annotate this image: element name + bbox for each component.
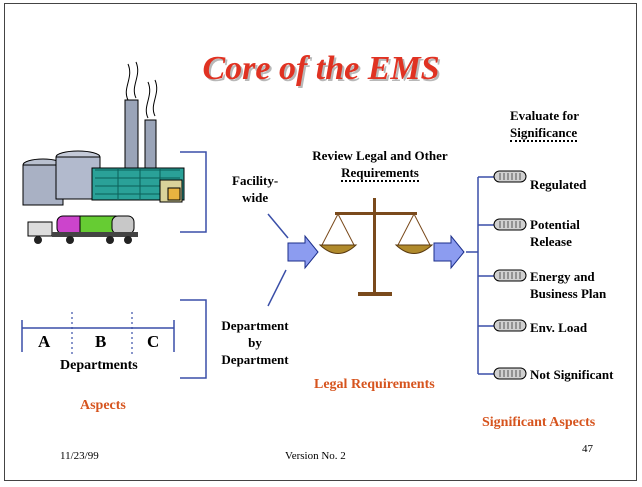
outcome-not-significant: Not Significant bbox=[530, 367, 614, 382]
department-b: B bbox=[95, 332, 107, 351]
significant-aspects-label: Significant Aspects bbox=[482, 415, 596, 430]
outcome-token-not-significant bbox=[493, 367, 527, 380]
outcome-token-env-load bbox=[493, 319, 527, 332]
department-bracket bbox=[180, 299, 207, 379]
department-pointer-line bbox=[267, 269, 287, 307]
footer-page-number: 47 bbox=[582, 443, 593, 455]
outcome-token-potential-release bbox=[493, 218, 527, 231]
facility-pointer-line bbox=[267, 213, 289, 239]
input-arrow bbox=[287, 234, 319, 270]
department-a: A bbox=[38, 332, 51, 351]
review-requirements-heading: Review Legal and Other Requirements bbox=[312, 148, 448, 182]
footer-version: Version No. 2 bbox=[285, 450, 346, 462]
departments-box bbox=[21, 312, 175, 356]
facility-bracket bbox=[180, 151, 207, 233]
department-by-department-label: Department by Department bbox=[221, 318, 289, 367]
slide-title: Core of the EMS bbox=[202, 50, 440, 87]
outcome-env-load: Env. Load bbox=[530, 320, 588, 335]
tanker-truck-illustration bbox=[27, 215, 138, 244]
balance-scale-illustration bbox=[318, 198, 434, 296]
department-c: C bbox=[147, 332, 160, 351]
outcome-token-regulated bbox=[493, 170, 527, 183]
output-arrow bbox=[433, 234, 465, 270]
facility-wide-label: Facility-wide bbox=[232, 173, 279, 205]
legal-requirements-label: Legal Requirements bbox=[314, 377, 435, 392]
outcome-connector bbox=[466, 176, 494, 375]
slide-frame bbox=[4, 3, 637, 481]
outcome-tokens bbox=[493, 170, 527, 380]
departments-label: Departments bbox=[60, 358, 138, 373]
aspects-label: Aspects bbox=[80, 398, 126, 413]
factory-illustration bbox=[22, 61, 185, 206]
outcome-regulated: Regulated bbox=[530, 177, 587, 192]
footer-date: 11/23/99 bbox=[60, 450, 99, 462]
evaluate-significance-heading: Evaluate for Significance bbox=[510, 108, 579, 142]
outcome-token-energy bbox=[493, 269, 527, 282]
